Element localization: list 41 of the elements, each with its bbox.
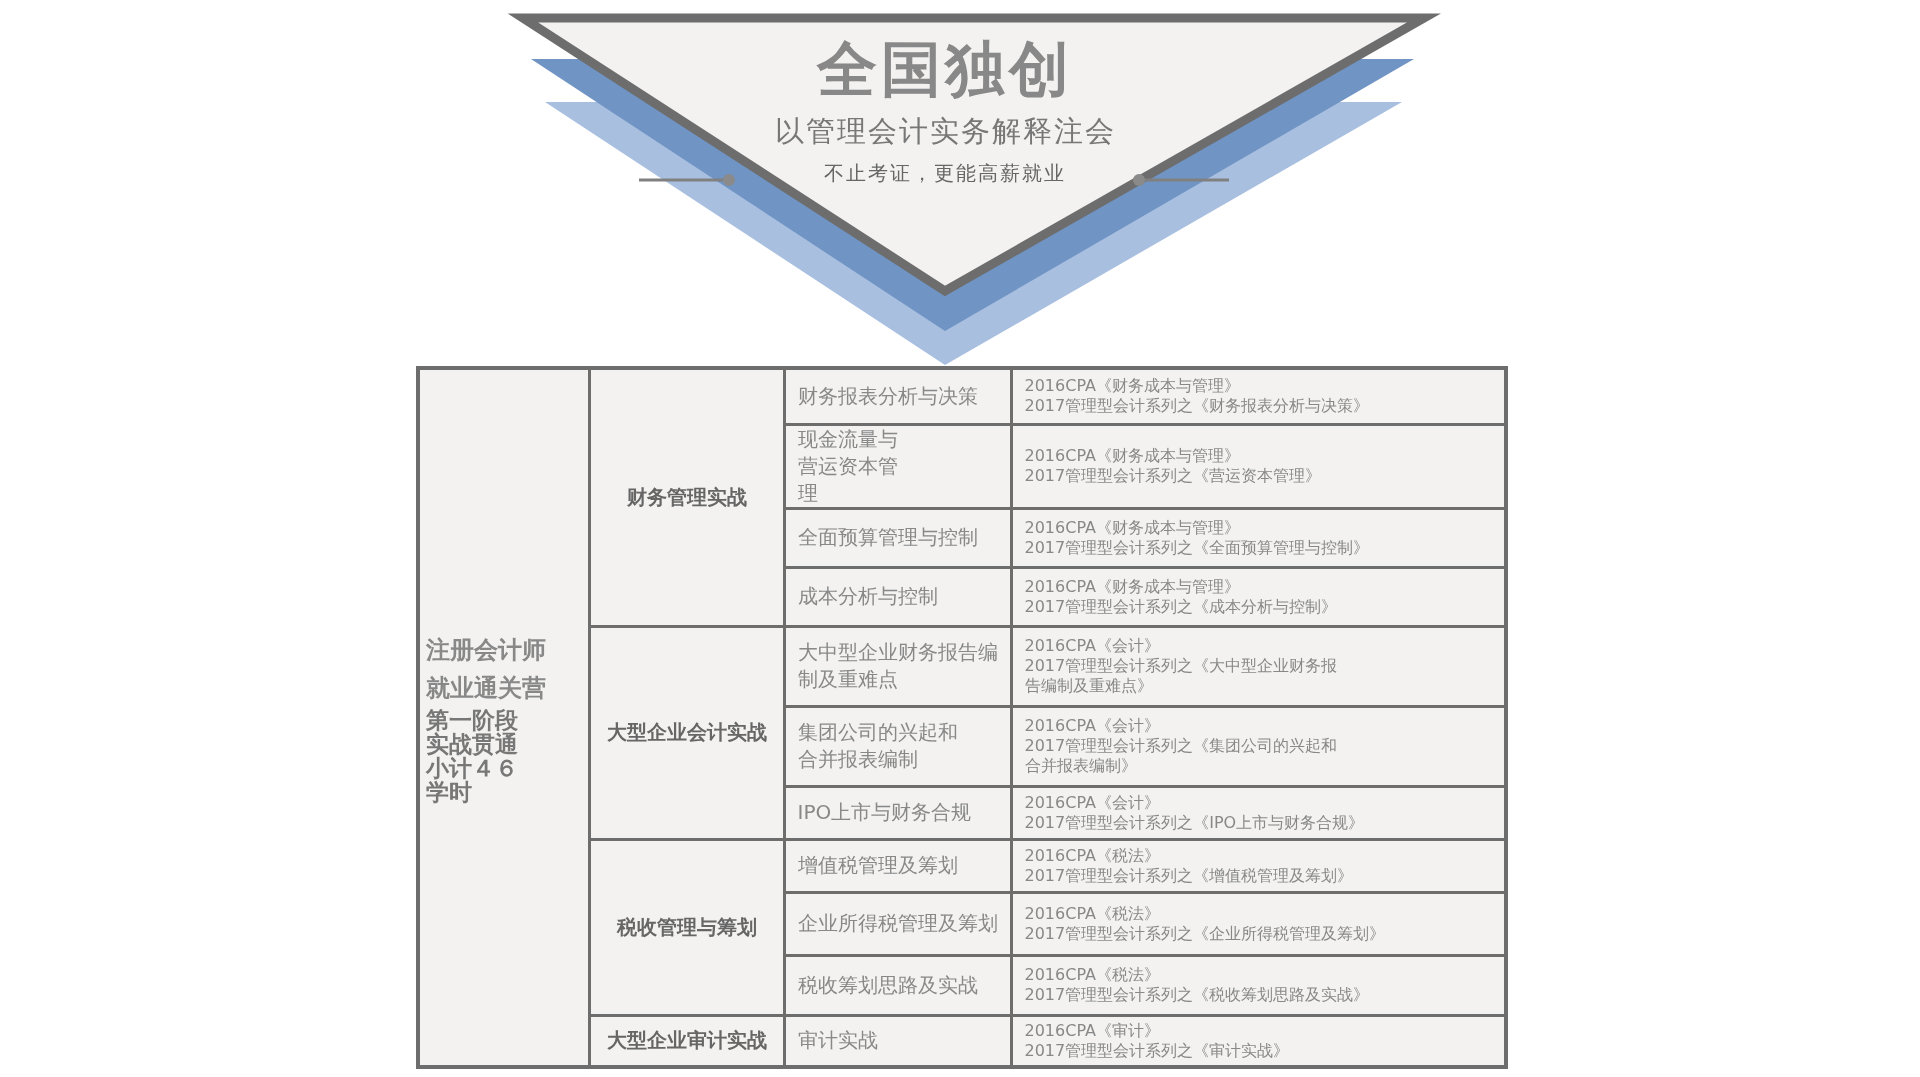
course-name: 财务报表分析与决策 bbox=[797, 382, 979, 410]
textbook-reference: 2017管理型会计系列之《IPO上市与财务合规》 bbox=[1024, 812, 1366, 833]
course-name: IPO上市与财务合规 bbox=[797, 799, 973, 826]
textbook-reference: 2017管理型会计系列之《财务报表分析与决策》 bbox=[1024, 396, 1371, 417]
textbook-reference: 2016CPA《审计》 bbox=[1024, 1020, 1161, 1041]
course-name: 审计实战 bbox=[797, 1027, 879, 1055]
course-name: 企业所得税管理及筹划 bbox=[797, 910, 998, 937]
textbook-reference: 2017管理型会计系列之《审计实战》 bbox=[1024, 1040, 1291, 1061]
textbook-reference: 2017管理型会计系列之《税收筹划思路及实战》 bbox=[1024, 985, 1371, 1005]
textbook-reference: 2016CPA《会计》 bbox=[1024, 716, 1161, 736]
textbook-reference: 2017管理型会计系列之《全面预算管理与控制》 bbox=[1024, 537, 1371, 558]
module-name: 财务管理实战 bbox=[589, 368, 784, 626]
textbook-reference: 2016CPA《财务成本与管理》 bbox=[1024, 446, 1241, 466]
course-name: 大中型企业财务报告编制及重难点 bbox=[797, 639, 998, 693]
program-name: 注册会计师就业通关营 bbox=[426, 634, 547, 705]
textbook-reference: 2017管理型会计系列之《成本分析与控制》 bbox=[1024, 596, 1339, 617]
course-name: 增值税管理及筹划 bbox=[797, 852, 959, 879]
module-name: 大型企业会计实战 bbox=[589, 626, 784, 839]
textbook-reference: 2016CPA《税法》 bbox=[1024, 965, 1161, 985]
module-name: 税收管理与筹划 bbox=[589, 839, 784, 1015]
course-name: 成本分析与控制 bbox=[797, 583, 939, 610]
textbook-reference: 2016CPA《财务成本与管理》 bbox=[1024, 576, 1241, 597]
subtitle: 以管理会计实务解释注会 bbox=[774, 113, 1116, 150]
textbook-reference: 2016CPA《财务成本与管理》 bbox=[1024, 376, 1241, 397]
heading: 全国独创 bbox=[817, 33, 1073, 106]
textbook-reference: 2016CPA《会计》 bbox=[1024, 636, 1161, 656]
textbook-reference: 2017管理型会计系列之《增值税管理及筹划》 bbox=[1024, 865, 1355, 886]
tagline: 不止考证，更能高薪就业 bbox=[824, 160, 1066, 187]
course-name: 全面预算管理与控制 bbox=[797, 524, 979, 551]
textbook-reference: 2017管理型会计系列之《企业所得税管理及筹划》 bbox=[1024, 923, 1387, 944]
textbook-reference: 2016CPA《会计》 bbox=[1024, 792, 1161, 813]
stage-summary: 第一阶段实战贯通小计４６学时 bbox=[426, 707, 519, 805]
textbook-reference: 2016CPA《税法》 bbox=[1024, 903, 1161, 924]
textbook-reference: 2017管理型会计系列之《营运资本管理》 bbox=[1024, 466, 1323, 486]
course-name: 税收筹划思路及实战 bbox=[797, 971, 979, 999]
textbook-reference: 2016CPA《税法》 bbox=[1024, 845, 1161, 866]
textbook-reference: 2017管理型会计系列之《集团公司的兴起和合并报表编制》 bbox=[1024, 736, 1339, 776]
textbook-reference: 2017管理型会计系列之《大中型企业财务报告编制及重难点》 bbox=[1024, 656, 1339, 696]
course-name: 集团公司的兴起和合并报表编制 bbox=[797, 719, 959, 773]
course-name: 现金流量与营运资本管理 bbox=[797, 425, 899, 507]
textbook-reference: 2016CPA《财务成本与管理》 bbox=[1024, 517, 1241, 538]
